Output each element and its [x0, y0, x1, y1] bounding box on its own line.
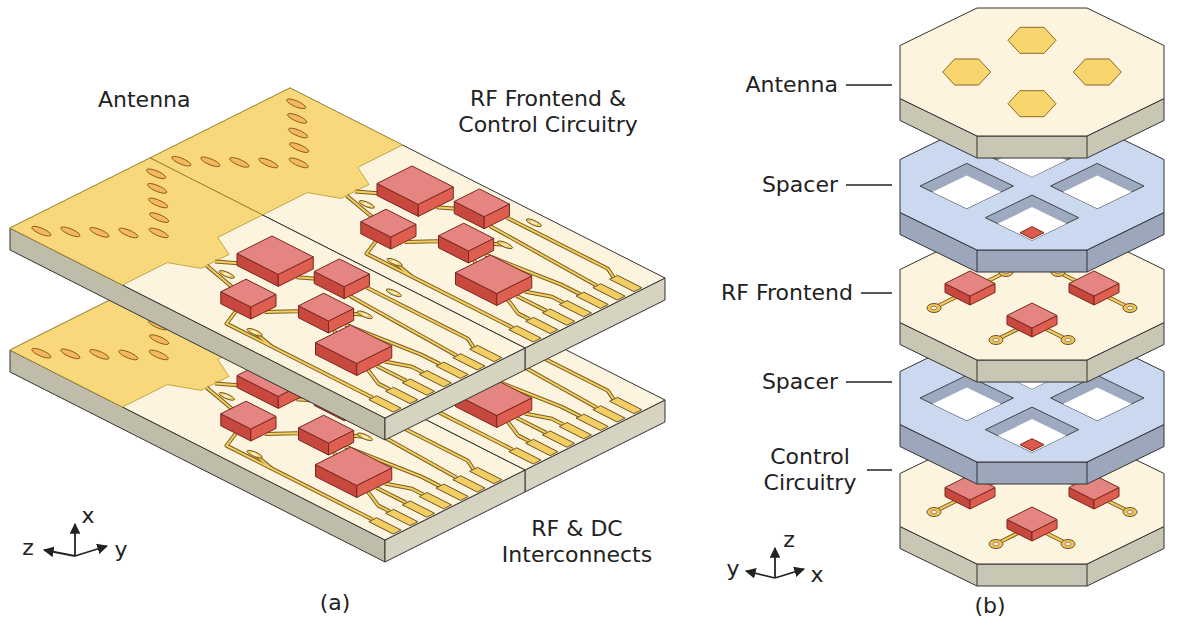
axis-label: z — [22, 535, 34, 561]
part-label: RF & DC Interconnects — [487, 516, 667, 569]
patch-antenna — [943, 59, 991, 85]
axis-label: y — [726, 556, 739, 582]
patch-antenna — [1008, 91, 1056, 117]
axis-label: x — [81, 503, 94, 529]
patch-antenna — [1073, 59, 1121, 85]
axis-label: x — [810, 562, 823, 588]
exploded-stack — [900, 8, 1164, 586]
axis-arrow — [75, 546, 107, 556]
leader-line — [846, 184, 892, 186]
axis-label: z — [783, 527, 795, 553]
part-label: Antenna — [98, 87, 191, 113]
plate — [900, 8, 1164, 158]
axis-arrow — [774, 548, 776, 578]
layer-label: Spacer — [762, 369, 838, 395]
panel-label: (b) — [974, 593, 1005, 619]
part-label: RF Frontend & Control Circuitry — [441, 86, 656, 139]
antenna-layer — [900, 8, 1164, 158]
layer-label: Antenna — [745, 72, 838, 98]
axis-label: y — [114, 537, 127, 563]
layer-label: Spacer — [762, 172, 838, 198]
leader-line — [846, 381, 892, 383]
layer-label: Control Circuitry — [755, 444, 865, 497]
panel-label: (a) — [320, 590, 351, 616]
leader-line — [867, 469, 892, 471]
axis-arrow — [44, 550, 75, 556]
leader-line — [846, 84, 892, 86]
axis-arrow — [74, 524, 76, 556]
pcb-parts — [927, 268, 1137, 345]
board-stack — [0, 88, 687, 562]
patch-antenna — [1008, 27, 1056, 53]
axis-triad — [746, 548, 804, 578]
axis-arrow — [746, 571, 775, 578]
leader-line — [861, 292, 892, 294]
layer-label: RF Frontend — [721, 280, 853, 306]
axis-arrow — [775, 569, 804, 578]
leader-lines — [846, 85, 892, 470]
axis-triad — [44, 524, 107, 556]
pcb-board — [0, 158, 547, 440]
